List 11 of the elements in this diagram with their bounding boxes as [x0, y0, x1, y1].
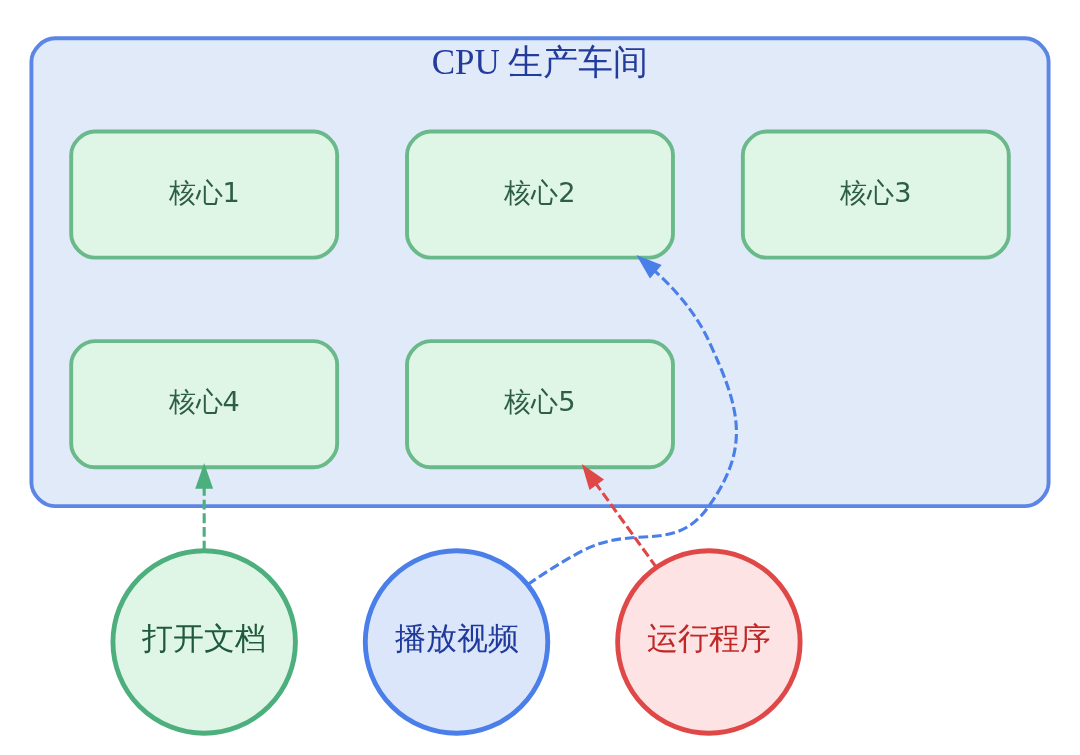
node-circle: 运行程序	[615, 547, 803, 736]
node-circle: 打开文档	[110, 547, 298, 736]
arrow	[581, 463, 658, 568]
node-circle: 播放视频	[362, 547, 551, 736]
node-box: 核心4	[69, 338, 340, 469]
node-box: 核心2	[405, 129, 675, 260]
node-box: 核心3	[740, 129, 1011, 260]
arrow	[195, 462, 214, 550]
node-box: 核心5	[405, 338, 675, 469]
node-box: 核心1	[69, 129, 340, 260]
arrow	[526, 254, 738, 586]
